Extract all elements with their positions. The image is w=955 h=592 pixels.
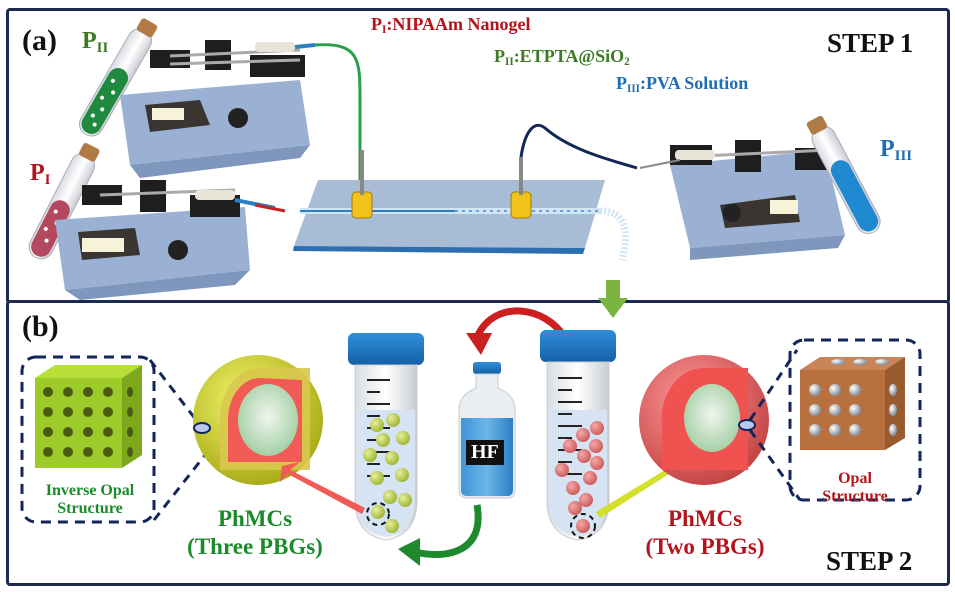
opal-label: Opal Structure: [822, 470, 888, 505]
test-tube-p1: [28, 143, 100, 260]
syringe-pump-p3: [639, 140, 845, 260]
panel-b-label: (b): [22, 310, 59, 343]
microfluidic-chip: [293, 123, 638, 261]
centrifuge-tube-three-pbg: [348, 333, 424, 541]
green-arrowhead: [398, 538, 420, 566]
opal-callout: [788, 338, 922, 502]
step2-label: STEP 2: [826, 546, 913, 576]
legend-p3: PIII:PVA Solution: [616, 73, 749, 96]
tube-label-p1: PI: [30, 160, 51, 189]
legend-p2: PII:ETPTA@SiO2: [494, 46, 630, 69]
tube-label-p3: PIII: [880, 136, 913, 165]
hf-label: HF: [466, 440, 504, 465]
phmc-two-pbg-label: PhMCs (Two PBGs): [645, 506, 765, 559]
yellow-pointer-arrow-icon: [596, 462, 678, 518]
inverse-opal-callout: [20, 355, 156, 524]
legend-p1: PI:NIPAAm Nanogel: [371, 14, 531, 37]
test-tube-p2: [79, 18, 158, 137]
phmc-three-pbg-label: PhMCs (Three PBGs): [187, 506, 323, 559]
tube-line-green: [314, 43, 362, 200]
step1-label: STEP 1: [827, 28, 914, 58]
test-tube-p3: [806, 115, 881, 234]
red-pointer-arrow-icon: [280, 462, 365, 514]
syringe-pump-p1: [55, 180, 286, 300]
red-arrowhead: [466, 333, 492, 355]
inverse-opal-cube: [35, 365, 142, 468]
tube-label-p2: PII: [82, 28, 109, 57]
green-curved-arrow-icon: [414, 504, 482, 558]
syringe-pump-p2: [120, 40, 316, 178]
panel-a-label: (a): [22, 24, 57, 57]
phmc-three-pbg-sphere: [193, 355, 323, 485]
opal-cube: [800, 357, 905, 450]
down-arrow-icon: [598, 280, 628, 318]
phmc-two-pbg-sphere: [639, 355, 769, 485]
red-curved-arrow-icon: [474, 307, 568, 340]
hf-bottle: [458, 362, 516, 499]
inverse-opal-label: Inverse Opal Structure: [45, 482, 135, 517]
